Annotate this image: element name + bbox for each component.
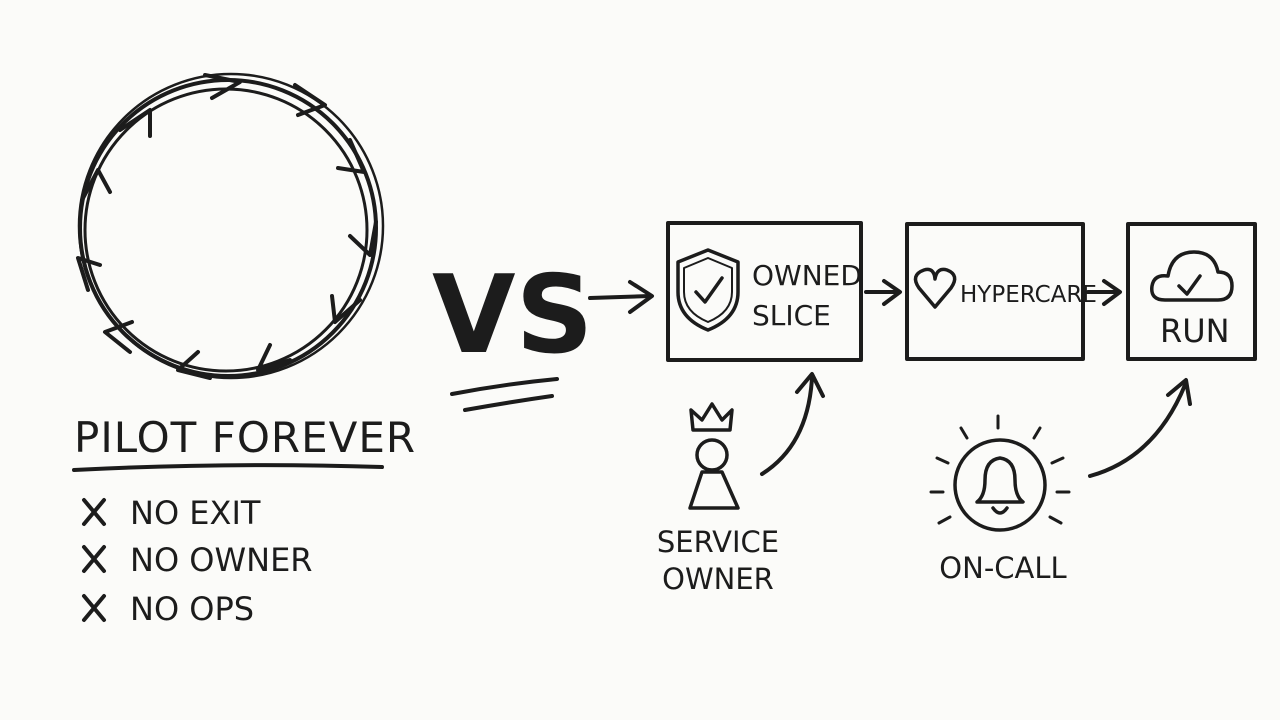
curved-arrow-icon: [760, 372, 825, 476]
x-mark-icon: [82, 545, 106, 573]
step-label-line: OWNED: [752, 259, 862, 292]
list-item: NO EXIT: [82, 494, 261, 532]
list-item-label: NO OPS: [130, 590, 254, 628]
title-underline: [72, 463, 384, 472]
arrow-right-icon: [864, 279, 902, 306]
step-run: RUN: [1126, 222, 1257, 361]
arrow-right-icon: [1086, 279, 1122, 306]
cloud-check-icon: [1150, 250, 1234, 302]
curved-arrow-icon: [1088, 378, 1192, 478]
list-item-label: NO EXIT: [130, 494, 261, 532]
role-label-line: OWNER: [662, 562, 774, 596]
bell-icon: [929, 414, 1071, 532]
role-label-line: ON-CALL: [939, 551, 1066, 585]
versus-underline: [450, 377, 559, 412]
x-mark-icon: [82, 594, 106, 622]
left-list: NO EXIT NO OWNER NO OPS: [82, 494, 313, 628]
shield-check-icon: [676, 248, 740, 332]
role-service-owner: SERVICE OWNER: [657, 372, 825, 596]
role-on-call: ON-CALL: [929, 378, 1192, 585]
list-item-label: NO OWNER: [130, 541, 313, 579]
loop-cycle-icon: [76, 72, 385, 380]
list-item: NO OWNER: [82, 541, 313, 579]
left-title: PILOT FOREVER: [74, 413, 416, 462]
role-label-line: SERVICE: [657, 525, 779, 559]
step-hypercare: HYPERCARE: [905, 222, 1097, 361]
step-label-line: HYPERCARE: [960, 282, 1097, 308]
step-owned-slice: OWNED SLICE: [666, 221, 863, 362]
list-item: NO OPS: [82, 590, 254, 628]
versus-label: VS: [432, 253, 593, 378]
x-mark-icon: [82, 498, 106, 526]
crowned-person-icon: [688, 402, 740, 510]
arrow-right-icon: [588, 280, 654, 314]
heart-icon: [913, 267, 957, 309]
step-label-line: RUN: [1160, 312, 1230, 350]
step-label-line: SLICE: [752, 299, 831, 332]
